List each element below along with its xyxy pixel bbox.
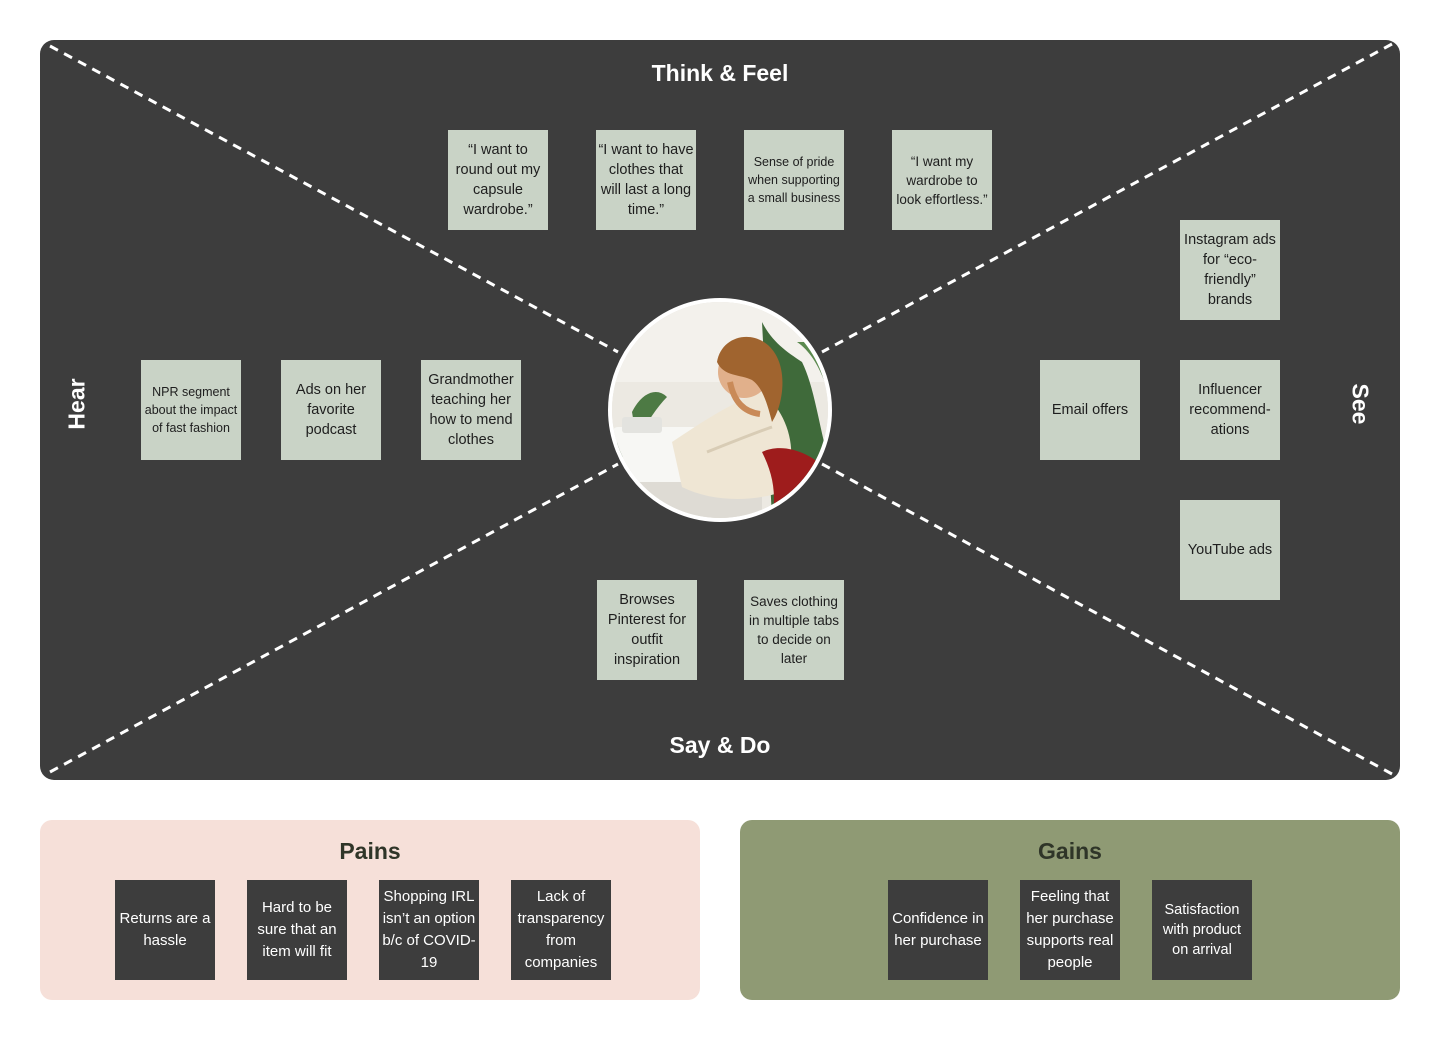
persona-photo [608, 298, 832, 522]
sticky-note[interactable]: NPR segment about the impact of fast fas… [141, 360, 241, 460]
gains-title: Gains [1038, 838, 1102, 864]
gain-card[interactable]: Confidence in her purchase [888, 880, 988, 980]
pain-card[interactable]: Returns are a hassle [115, 880, 215, 980]
gain-card[interactable]: Feeling that her purchase supports real … [1020, 880, 1120, 980]
empathy-map-board: Think & Feel Say & Do Hear See “I want t… [40, 40, 1400, 780]
pain-card[interactable]: Lack of transparency from companies [511, 880, 611, 980]
sticky-note[interactable]: Ads on her favorite podcast [281, 360, 381, 460]
sticky-note[interactable]: Grandmother teaching her how to mend clo… [421, 360, 521, 460]
think-feel-title: Think & Feel [651, 60, 789, 86]
hear-title: Hear [63, 378, 90, 430]
pains-panel: Pains Returns are a hassle Hard to be su… [40, 820, 700, 1000]
pains-title: Pains [339, 838, 401, 864]
pain-card[interactable]: Hard to be sure that an item will fit [247, 880, 347, 980]
sticky-note[interactable]: Influencer recommend-ations [1180, 360, 1280, 460]
sticky-note[interactable]: Saves clothing in multiple tabs to decid… [744, 580, 844, 680]
gain-card[interactable]: Satisfaction with product on arrival [1152, 880, 1252, 980]
sticky-note[interactable]: YouTube ads [1180, 500, 1280, 600]
sticky-note[interactable]: Sense of pride when supporting a small b… [744, 130, 844, 230]
sticky-note[interactable]: “I want my wardrobe to look effortless.” [892, 130, 992, 230]
gains-panel: Gains Confidence in her purchase Feeling… [740, 820, 1400, 1000]
sticky-note[interactable]: “I want to round out my capsule wardrobe… [448, 130, 548, 230]
see-title: See [1347, 383, 1374, 425]
sticky-note[interactable]: Instagram ads for “eco-friendly” brands [1180, 220, 1280, 320]
sticky-note[interactable]: Browses Pinterest for outfit inspiration [597, 580, 697, 680]
sticky-note[interactable]: Email offers [1040, 360, 1140, 460]
sticky-note[interactable]: “I want to have clothes that will last a… [596, 130, 696, 230]
say-do-title: Say & Do [669, 732, 771, 758]
pain-card[interactable]: Shopping IRL isn’t an option b/c of COVI… [379, 880, 479, 980]
quadrant-dividers [49, 42, 1393, 776]
